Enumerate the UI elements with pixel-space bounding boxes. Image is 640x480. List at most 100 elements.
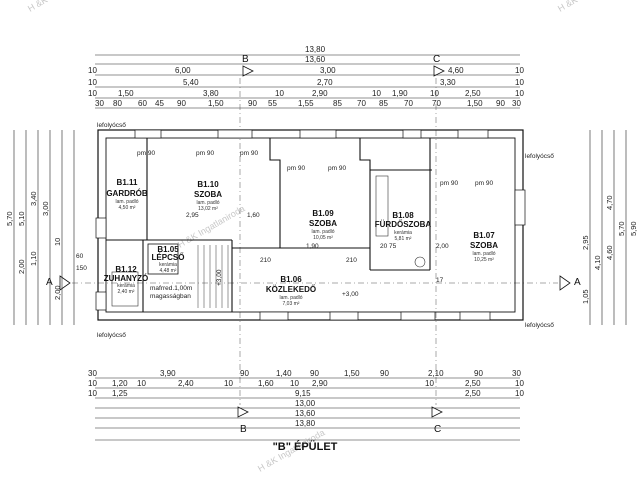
dim-left-b: 5,10	[17, 211, 26, 226]
dim-bottom-r3: 2,50	[465, 389, 481, 398]
dim-bottom-r1: 30	[512, 369, 521, 378]
section-arrow-icon	[59, 275, 71, 291]
dim-bottom-r2: 1,60	[258, 379, 274, 388]
room-area: 2,40 m²	[118, 289, 135, 295]
dim-top-r5: 2,50	[465, 89, 481, 98]
room-code: B1.12	[115, 265, 137, 274]
room-code: B1.11	[117, 178, 138, 187]
dim-bottom-r1: 1,40	[276, 369, 292, 378]
dim-top-r5: 1,50	[118, 89, 134, 98]
dim-bottom-row1: 30 3,90 90 1,40 90 1,50 90 2,10 90 30	[88, 369, 521, 378]
dim-top-r4: 10	[88, 78, 97, 87]
room-name: SZOBA	[194, 190, 222, 199]
room-code: B1.06	[280, 275, 302, 284]
left-dimension-lines	[13, 130, 75, 325]
dim-bottom-r1: 90	[240, 369, 249, 378]
dim-top-r5: 10	[515, 89, 524, 98]
parapet-label: pm 90	[475, 180, 493, 187]
axis-label-c: C	[433, 54, 440, 65]
dim-top-r6: 85	[379, 99, 388, 108]
downpipe-label: lefolyócső	[525, 153, 554, 160]
dim-top-r5: 10	[430, 89, 439, 98]
dim-bottom-r6: 13,80	[295, 419, 316, 428]
dim-top-r6: 60	[138, 99, 147, 108]
dim-bottom-r1: 90	[474, 369, 483, 378]
room-code: B1.07	[473, 231, 495, 240]
dim-left-b: 3,40	[29, 191, 38, 206]
room-code: B1.08	[392, 211, 414, 220]
axis-b-bottom: B	[237, 406, 249, 435]
dim-top-r4: 3,30	[440, 78, 456, 87]
dim-left-a: 10	[53, 238, 62, 246]
dim-right-a: 2,95	[581, 235, 590, 250]
dim-bottom-r2: 2,90	[312, 379, 328, 388]
dim-bottom-r2: 10	[137, 379, 146, 388]
dim-right-a: 4,10	[593, 255, 602, 270]
room-name: ZUHANYZÓ	[104, 274, 148, 283]
dim-note: 2,95	[186, 212, 199, 219]
dim-top-r4: 10	[515, 78, 524, 87]
dim-bottom-r1: 90	[310, 369, 319, 378]
plan-notes: lefolyócső lefolyócső lefolyócső lefolyó…	[76, 122, 554, 339]
dim-top-r6: 90	[177, 99, 186, 108]
dim-right: 2,95 4,10 4,60 4,70 5,70 5,90 1,05	[581, 195, 638, 304]
downpipe-label: lefolyócső	[525, 322, 554, 329]
dim-bottom-r3: 10	[515, 389, 524, 398]
axis-c-top: C	[433, 54, 445, 77]
dim-bottom-r3: 9,15	[295, 389, 311, 398]
interior-walls	[106, 138, 432, 312]
room-name: GARDRÓB	[106, 189, 148, 198]
dim-top-row5: 10 1,50 3,80 10 2,90 10 1,90 10 2,50 10	[88, 89, 524, 98]
dim-right-b: 5,70	[617, 221, 626, 236]
room-area: 5,81 m²	[395, 236, 412, 242]
axis-a-right: A	[559, 275, 581, 291]
room-floor: lam. padló	[311, 229, 334, 235]
dim-bottom-r2: 2,40	[178, 379, 194, 388]
room-floor: lam. padló	[279, 295, 302, 301]
dim-top-r5: 2,90	[312, 89, 328, 98]
section-arrow-icon	[559, 275, 571, 291]
dim-bottom-r3: 10	[88, 389, 97, 398]
building-title: "B" ÉPÜLET	[273, 440, 338, 453]
watermark: H &K Ingatlaniroda	[556, 0, 626, 14]
dim-top-row6: 30 80 60 45 90 1,50 90 55 1,55 85 70 85 …	[95, 99, 521, 108]
right-dimension-lines	[589, 130, 627, 325]
dim-bottom-r2: 10	[224, 379, 233, 388]
axis-label-c: C	[434, 424, 441, 435]
parapet-label: pm 90	[440, 180, 458, 187]
parapet-label: pm 90	[240, 150, 258, 157]
dim-right-b: 5,90	[629, 221, 638, 236]
dim-top-r5: 1,90	[392, 89, 408, 98]
dim-note: 150	[76, 265, 87, 272]
axis-a-left: A	[46, 275, 71, 291]
level-marker: +3,00	[216, 269, 223, 286]
dim-top-total: 13,80	[305, 45, 326, 54]
dim-bottom-r2: 10	[515, 379, 524, 388]
dim-top-r6: 90	[496, 99, 505, 108]
dim-top-r6: 1,55	[298, 99, 314, 108]
room-code: B1.10	[197, 180, 219, 189]
dim-top-r6: 1,50	[467, 99, 483, 108]
dim-top-r6: 70	[357, 99, 366, 108]
downpipe-label: lefolyócső	[97, 122, 126, 129]
dim-bottom-r2: 2,50	[465, 379, 481, 388]
dim-top-r6: 85	[333, 99, 342, 108]
room-floor: lam. padló	[196, 200, 219, 206]
dim-bottom-r1: 3,90	[160, 369, 176, 378]
dim-top-r6: 70	[432, 99, 441, 108]
dim-top-r6: 45	[155, 99, 164, 108]
dim-bottom-r2: 10	[425, 379, 434, 388]
dim-top-r6: 55	[268, 99, 277, 108]
dim-top-r6: 1,50	[208, 99, 224, 108]
dim-right-b: 4,60	[605, 245, 614, 260]
dim-bottom-r5: 13,60	[295, 409, 316, 418]
dim-bottom-r2: 10	[290, 379, 299, 388]
dim-bottom-r2: 10	[88, 379, 97, 388]
room-area: 4,48 m²	[160, 268, 177, 274]
dim-top-inner: 13,60	[305, 55, 326, 64]
dim-left-c: 3,00	[41, 201, 50, 216]
dim-bottom-row3: 10 1,25 9,15 2,50 10	[88, 389, 524, 398]
room-area: 10,25 m²	[474, 257, 494, 263]
dim-left-c: 2,00	[17, 259, 26, 274]
axis-label-b: B	[242, 54, 249, 65]
